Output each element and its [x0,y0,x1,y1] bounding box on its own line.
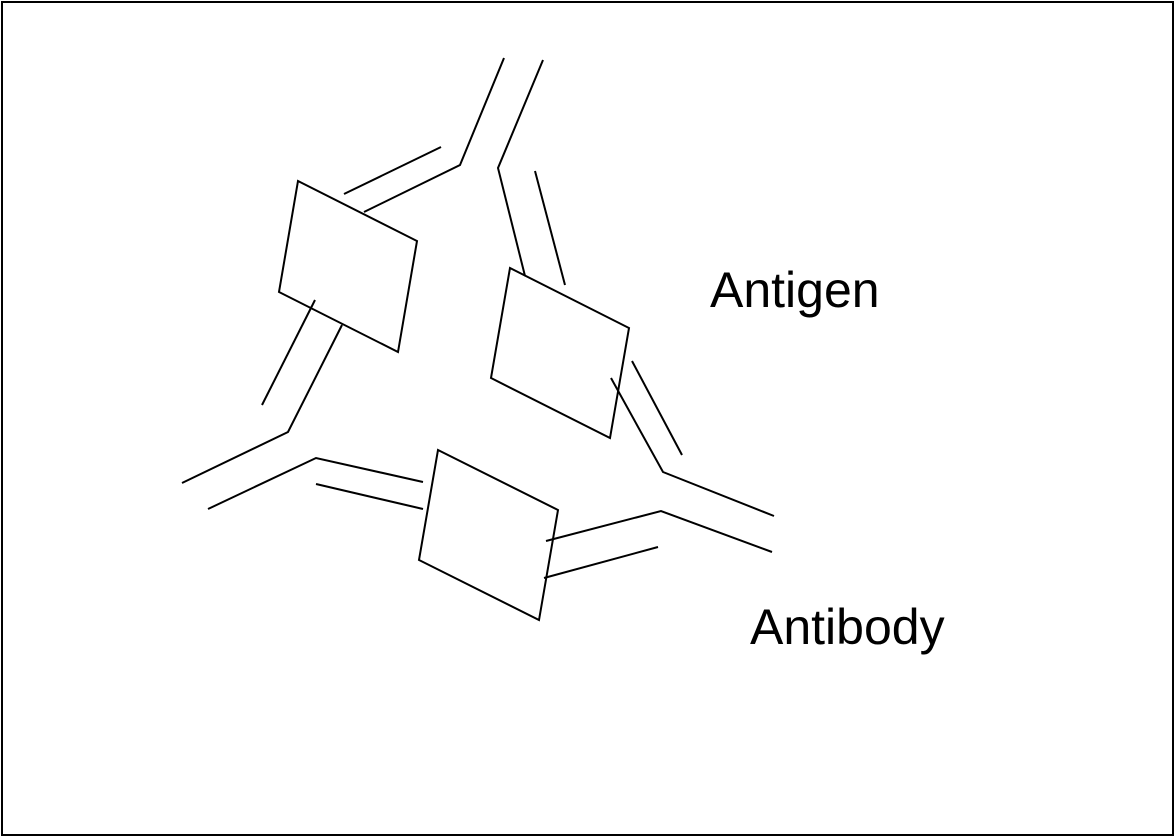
antibody-arm-lower-inner [262,300,315,405]
antibody-arm-right-inner [544,547,658,578]
antibody-arm-inner [344,147,441,194]
antibody-arm-lower-right [546,511,772,552]
antibody-arm-outer [498,60,543,276]
antigen-square [279,181,417,352]
antigen-square [491,268,629,438]
antibody-arm-inner [316,484,423,509]
antibody-label: Antibody [750,599,945,655]
antigen-block-top-left [182,58,504,483]
antigen-label: Antigen [710,262,880,318]
antibody-arm-outer [364,58,504,212]
antibody-arm-inner [535,171,565,285]
antigen-square [419,450,558,620]
antibody-arm-lower-inner [632,361,682,455]
antibody-arm-lower-outer [611,378,774,516]
antigen-block-bottom [208,450,658,620]
